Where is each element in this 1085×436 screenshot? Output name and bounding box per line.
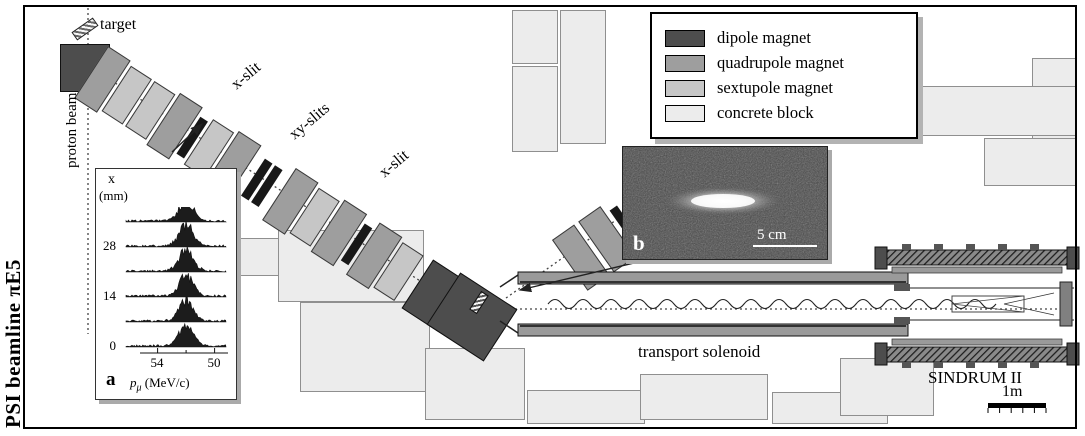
inset-b-beam-spot-image: b 5 cm [622, 146, 828, 260]
concrete-block [920, 86, 1076, 136]
momentum-units: (MeV/c) [141, 375, 190, 390]
inset-a-x-axis [140, 348, 228, 354]
detector-bolts [902, 244, 1039, 368]
legend-label: dipole magnet [717, 28, 811, 47]
xy-slits-label: xy-slits [286, 99, 334, 144]
inset-a-ytick-28: 28 [103, 238, 116, 253]
momentum-spectrum-trace [125, 207, 227, 223]
beam-spot-canvas: b 5 cm [623, 147, 827, 259]
scale-bar-1m [987, 403, 1047, 413]
sindrum-label: SINDRUM II [928, 368, 1022, 387]
x-slit-label-2: x-slit [376, 146, 413, 182]
transport-solenoid-label: transport solenoid [638, 342, 761, 361]
legend-label: concrete block [717, 103, 814, 122]
detector-top-inner-bar [891, 266, 1063, 274]
detector-top-coil [885, 249, 1069, 266]
inset-b-scale-label: 5 cm [757, 227, 787, 243]
momentum-spectrum-trace [125, 246, 227, 273]
detector-left-stub [894, 317, 910, 324]
proton-target-icon [71, 17, 99, 41]
legend-row-concrete: concrete block [665, 103, 903, 123]
proton-beam-label: proton beam [64, 92, 80, 168]
inset-a-xtick-54: 54 [150, 355, 164, 370]
concrete-block [984, 138, 1076, 186]
x-slit-label-1: x-slit [228, 58, 265, 94]
legend-row-sextupole: sextupole magnet [665, 78, 903, 98]
detector-bottom-inner-bar [891, 338, 1063, 346]
legend: dipole magnet quadrupole magnet sextupol… [650, 12, 918, 139]
detector-left-stub [894, 284, 910, 291]
legend-label: quadrupole magnet [717, 53, 844, 72]
sindrum-detector [874, 244, 1080, 368]
legend-row-quadrupole: quadrupole magnet [665, 53, 903, 73]
quadrupole-swatch [665, 54, 705, 72]
momentum-spectrum-trace [125, 273, 227, 298]
muon-helical-trajectory [547, 298, 997, 310]
inset-a-ytick-0: 0 [109, 338, 117, 353]
inset-a-ytick-14: 14 [103, 288, 116, 303]
momentum-subscript: μ [136, 382, 142, 394]
concrete-block [425, 348, 525, 420]
momentum-spectrum-trace [125, 220, 227, 248]
detector-end-plate [1059, 281, 1073, 327]
momentum-spectrum-trace [125, 322, 227, 348]
scale-bar-label: 1m [1002, 383, 1023, 400]
figure-title: PSI beamline πE5 [1, 259, 25, 428]
dipole-swatch [665, 29, 705, 47]
legend-label: sextupole magnet [717, 78, 833, 97]
detector-rails [896, 287, 1074, 321]
inset-a-x-axis-label: pμ (MeV/c) [130, 375, 190, 394]
inset-a-y-axis-unit: (mm) [99, 188, 128, 203]
beam-spot-core [691, 194, 755, 208]
concrete-block [560, 10, 606, 144]
inset-a-plot-area [125, 207, 228, 354]
detector-coil-end-caps [874, 246, 1080, 366]
momentum-spectrum-trace [125, 295, 227, 323]
trajectory-fan-lines [1003, 292, 1055, 316]
target-label: target [100, 16, 137, 33]
detector-inner-chamber [951, 295, 1025, 313]
detector-chamber-lines [951, 295, 1025, 313]
legend-row-dipole: dipole magnet [665, 28, 903, 48]
solenoid-bottom-wall [517, 323, 909, 337]
inset-a-momentum-plot: x (mm) 28 14 0 54 50 a pμ (MeV/c) [95, 168, 237, 400]
momentum-symbol: p [130, 375, 137, 390]
concrete-block [527, 390, 645, 424]
concrete-block [840, 358, 934, 416]
inset-b-label: b [633, 231, 645, 255]
sextupole-swatch [665, 79, 705, 97]
concrete-block [512, 66, 558, 152]
concrete-swatch [665, 104, 705, 122]
concrete-block [640, 374, 768, 420]
inset-a-xtick-50: 50 [207, 355, 221, 370]
inset-a-label: a [106, 369, 116, 390]
inset-a-y-axis-title: x [108, 172, 115, 187]
concrete-block [512, 10, 558, 64]
